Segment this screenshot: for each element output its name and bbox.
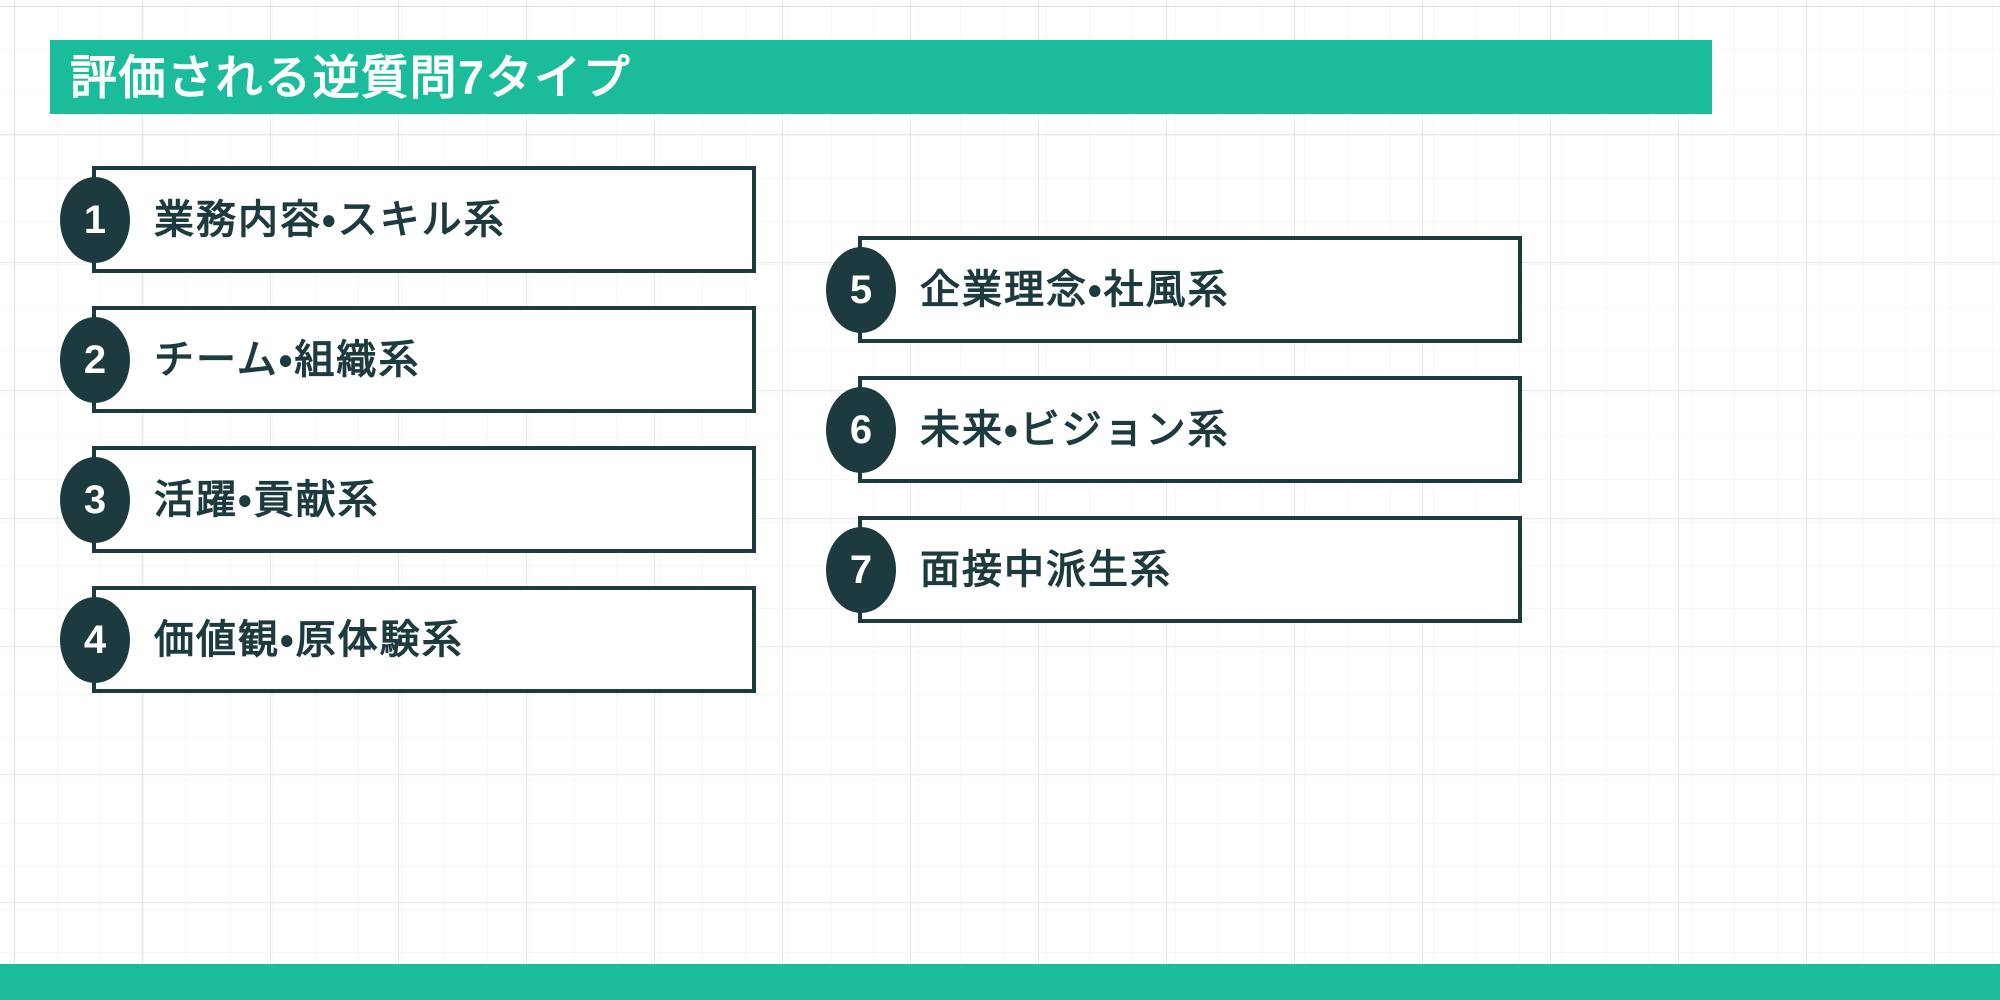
type-item-1: 1 業務内容・スキル系 — [60, 166, 756, 273]
type-item-5: 5 企業理念・社風系 — [826, 236, 1522, 343]
right-column: 5 企業理念・社風系 6 未来・ビジョン系 7 面接中派生系 — [826, 236, 1522, 623]
left-column: 1 業務内容・スキル系 2 チーム・組織系 3 活躍・貢献系 4 価値観・原体験… — [60, 166, 756, 693]
type-item-label-6: 未来・ビジョン系 — [920, 407, 1230, 452]
number-badge-1: 1 — [60, 176, 130, 263]
type-item-label-1: 業務内容・スキル系 — [154, 197, 506, 242]
number-badge-6: 6 — [826, 386, 896, 473]
number-badge-4: 4 — [60, 596, 130, 683]
title-banner: 評価される逆質問7タイプ — [50, 40, 1712, 114]
type-item-3: 3 活躍・貢献系 — [60, 446, 756, 553]
type-item-7: 7 面接中派生系 — [826, 516, 1522, 623]
number-badge-2: 2 — [60, 316, 130, 403]
type-item-label-5: 企業理念・社風系 — [920, 267, 1230, 312]
type-item-label-3: 活躍・貢献系 — [154, 477, 380, 522]
footer-accent-bar — [0, 964, 2000, 1000]
type-item-label-7: 面接中派生系 — [920, 547, 1172, 592]
page-title: 評価される逆質問7タイプ — [70, 50, 632, 104]
type-item-4: 4 価値観・原体験系 — [60, 586, 756, 693]
number-badge-5: 5 — [826, 246, 896, 333]
type-item-label-4: 価値観・原体験系 — [154, 617, 464, 662]
type-item-2: 2 チーム・組織系 — [60, 306, 756, 413]
number-badge-3: 3 — [60, 456, 130, 543]
type-item-label-2: チーム・組織系 — [154, 337, 421, 382]
number-badge-7: 7 — [826, 526, 896, 613]
type-item-6: 6 未来・ビジョン系 — [826, 376, 1522, 483]
